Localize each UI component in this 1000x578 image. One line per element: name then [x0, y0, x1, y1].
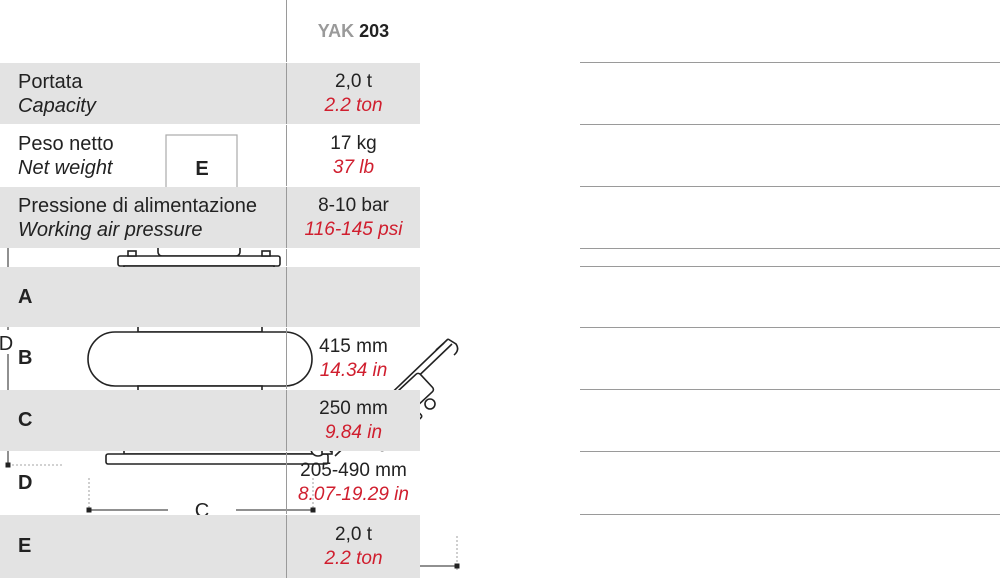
dim-value-alt: 9.84 in [324, 421, 383, 443]
table-row: A [0, 267, 420, 327]
spec-label-it: Portata [18, 70, 83, 93]
dim-value-alt: 14.34 in [319, 359, 388, 381]
model-name: YAK 203 [286, 0, 420, 62]
spec-value: 2,0 t [335, 70, 372, 92]
spec-value-alt: 2.2 ton [324, 94, 383, 116]
row-divider [580, 248, 1000, 249]
table-spacer [0, 249, 420, 266]
dim-key: E [18, 535, 32, 557]
table-row: E 2,0 t 2.2 ton [0, 515, 420, 578]
dim-value: 205-490 mm [300, 460, 407, 481]
table-row: B 415 mm 14.34 in [0, 328, 420, 389]
spec-label-en: Working air pressure [18, 218, 203, 241]
row-divider [580, 389, 1000, 390]
table-header: YAK 203 [0, 0, 420, 62]
spec-label-it: Pressione di alimentazione [18, 194, 258, 217]
table-row: Pressione di alimentazione Working air p… [0, 187, 420, 248]
spec-value: 8-10 bar [318, 194, 389, 216]
row-divider [580, 514, 1000, 515]
spec-label-it: Peso netto [18, 132, 114, 155]
dim-value: 2,0 t [335, 523, 372, 545]
dim-value: 415 mm [319, 335, 388, 357]
spec-value: 17 kg [330, 132, 377, 154]
table-row: Portata Capacity 2,0 t 2.2 ton [0, 63, 420, 124]
table-row: Peso netto Net weight 17 kg 37 lb [0, 125, 420, 186]
spec-label-en: Net weight [18, 156, 113, 179]
load-indicator: E [165, 134, 238, 217]
dim-value: 250 mm [319, 397, 388, 419]
row-divider [580, 186, 1000, 187]
spec-label-en: Capacity [18, 94, 96, 117]
dim-value-alt: 8.07-19.29 in [298, 484, 409, 505]
spec-value-alt: 37 lb [332, 156, 375, 178]
row-divider [580, 62, 1000, 63]
dim-d-label: D [0, 333, 13, 355]
row-divider [580, 327, 1000, 328]
dim-key: B [18, 347, 33, 369]
load-label: E [195, 158, 208, 180]
dim-key: A [18, 285, 33, 308]
table-row: C 250 mm 9.84 in [0, 390, 420, 451]
dim-key: C [18, 409, 33, 431]
dim-value-alt: 2.2 ton [324, 547, 383, 569]
dim-key: D [18, 471, 33, 494]
spec-value-alt: 116-145 psi [304, 218, 403, 240]
row-divider [580, 124, 1000, 125]
row-divider [580, 266, 1000, 267]
table-row: D 205-490 mm 8.07-19.29 in [0, 452, 420, 514]
row-divider [580, 451, 1000, 452]
